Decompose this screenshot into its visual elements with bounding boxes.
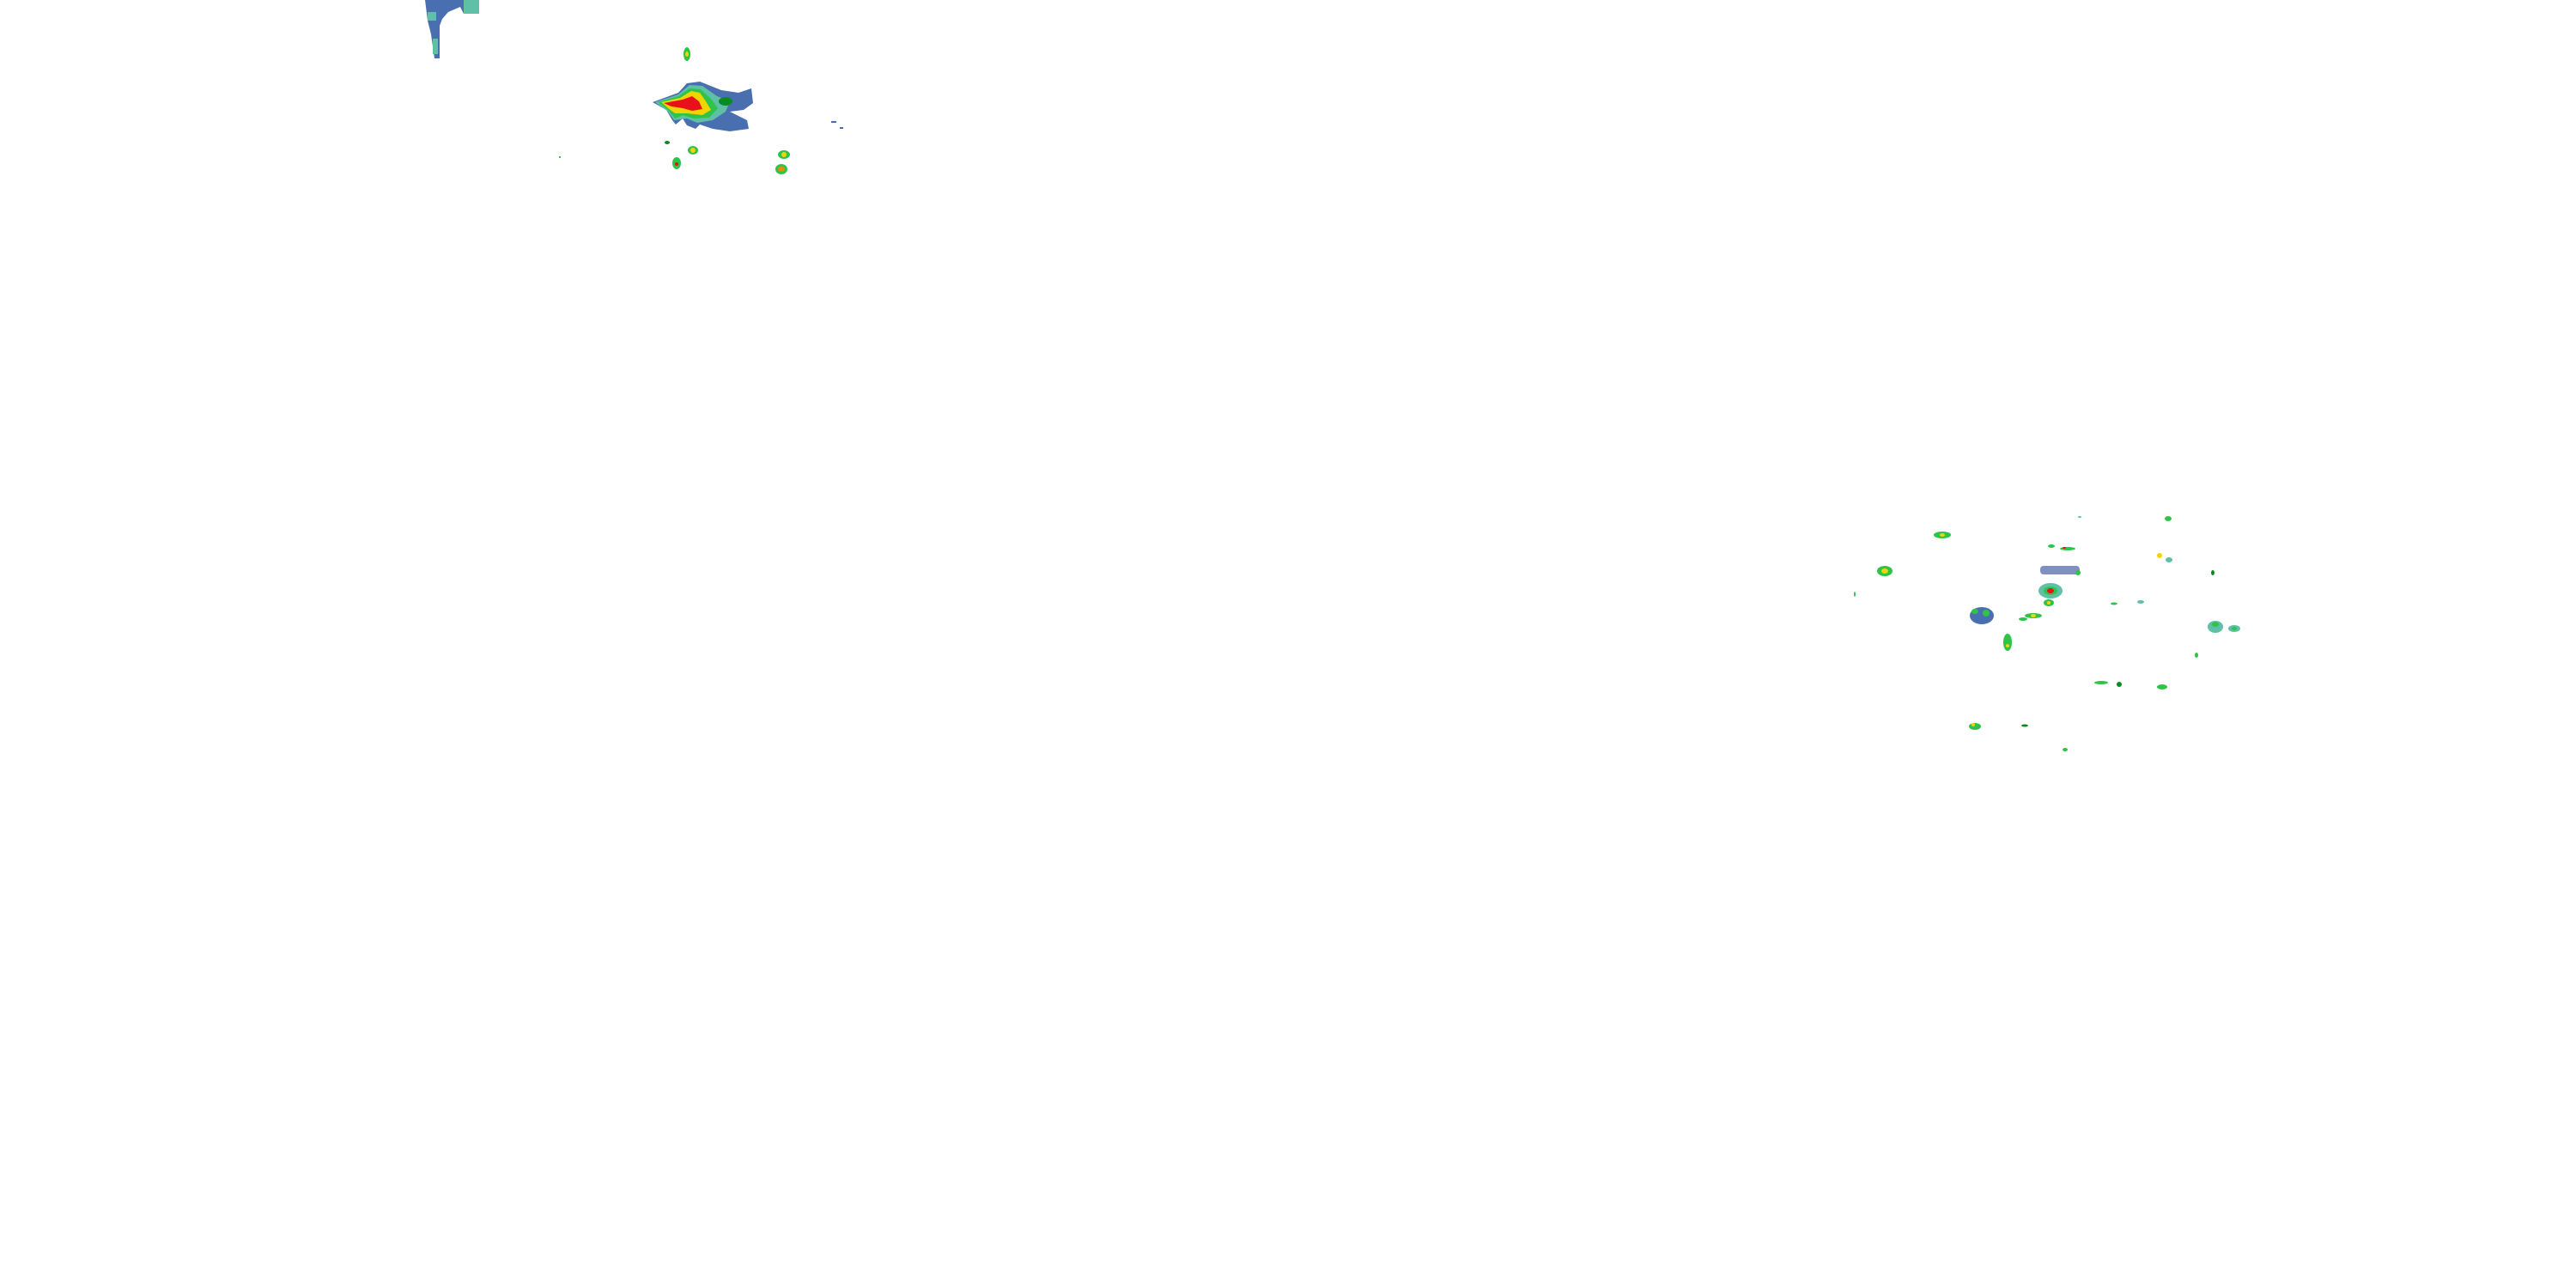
storm-cell-main bbox=[653, 82, 753, 131]
echo-cells-small-north bbox=[559, 47, 843, 174]
echo-cell-northwest bbox=[425, 0, 479, 58]
echo-cluster-southeast bbox=[1854, 516, 2240, 751]
